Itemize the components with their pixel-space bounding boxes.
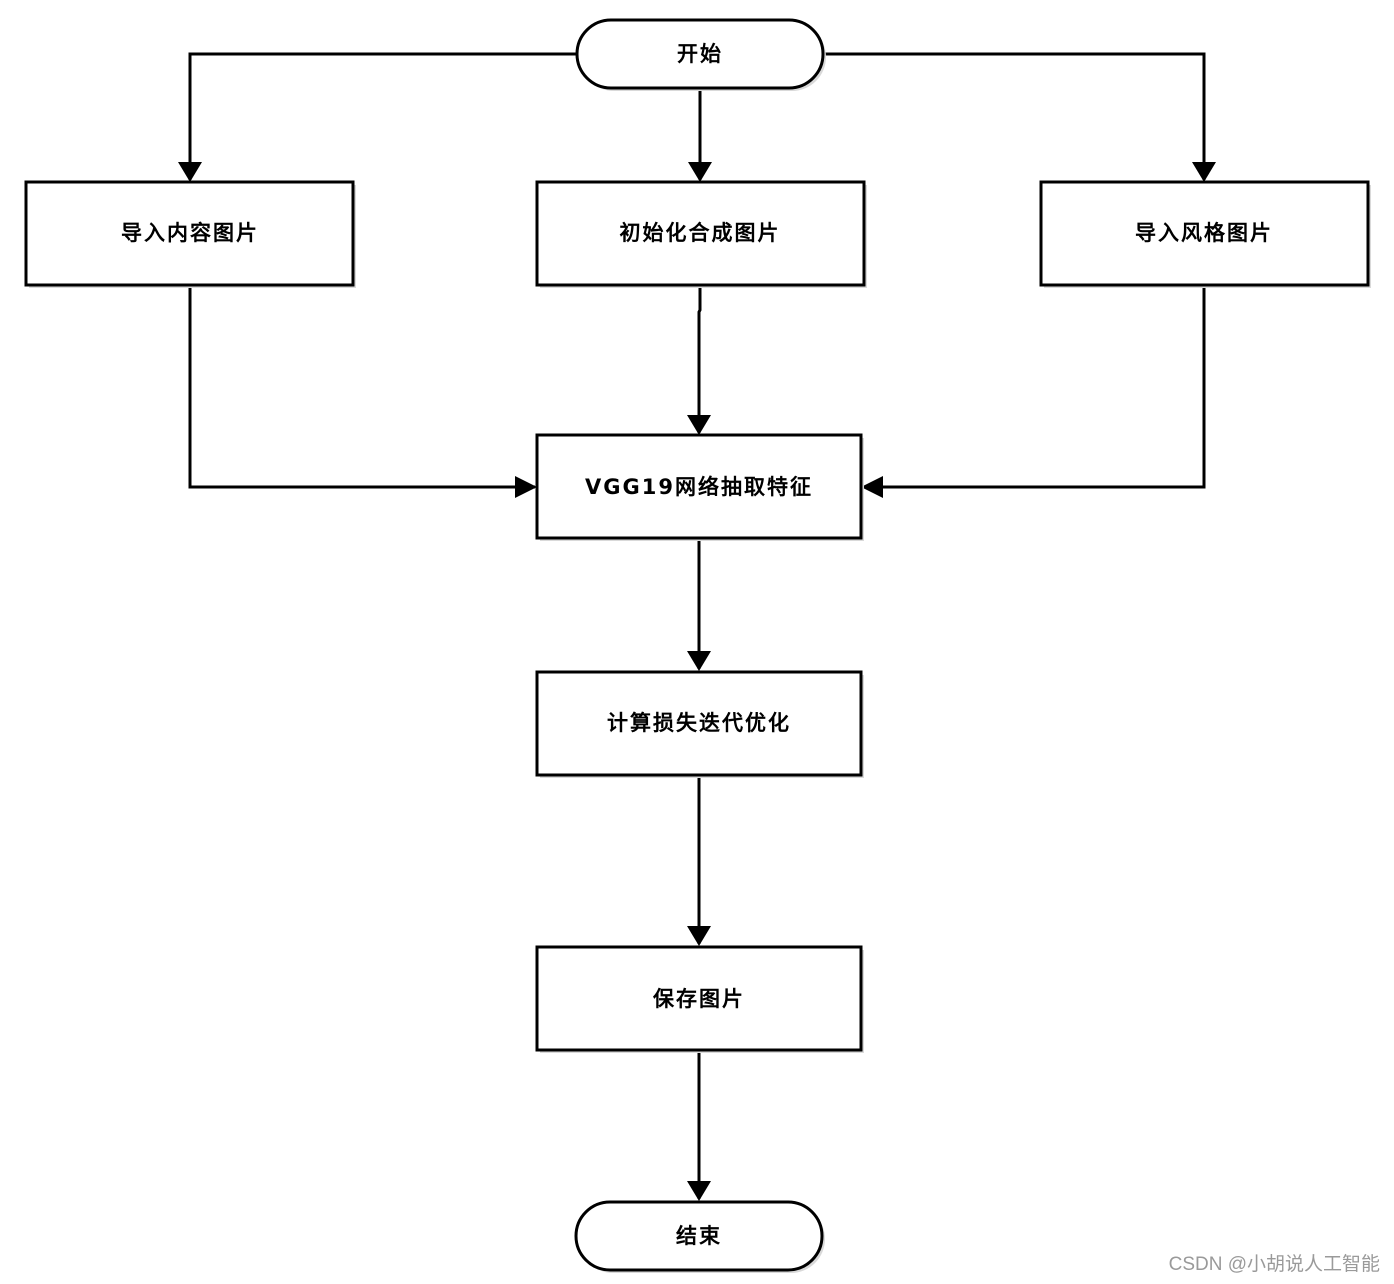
edge-import-content-to-vgg xyxy=(188,285,537,498)
node-init-synth: 初始化合成图片 xyxy=(535,180,867,288)
node-end: 结束 xyxy=(574,1200,825,1273)
node-import-content: 导入内容图片 xyxy=(24,180,356,288)
node-end-label: 结束 xyxy=(676,1224,722,1248)
edges xyxy=(178,52,1216,1201)
node-loss-opt: 计算损失迭代优化 xyxy=(535,670,864,778)
node-loss-opt-label: 计算损失迭代优化 xyxy=(607,711,791,735)
edge-init-synth-to-vgg xyxy=(687,285,711,435)
edge-import-style-to-vgg xyxy=(861,285,1206,498)
node-save: 保存图片 xyxy=(535,945,864,1053)
node-import-style: 导入风格图片 xyxy=(1039,180,1371,288)
node-vgg-label: VGG19网络抽取特征 xyxy=(585,475,813,499)
node-import-content-label: 导入内容图片 xyxy=(121,221,259,245)
node-init-synth-label: 初始化合成图片 xyxy=(620,221,781,245)
node-save-label: 保存图片 xyxy=(652,987,745,1011)
node-start-label: 开始 xyxy=(677,42,723,66)
edge-start-to-import-style xyxy=(823,52,1216,182)
watermark: CSDN @小胡说人工智能 xyxy=(1168,1254,1380,1275)
node-start: 开始 xyxy=(575,18,826,91)
edge-start-to-import-content xyxy=(178,52,577,182)
node-import-style-label: 导入风格图片 xyxy=(1135,221,1273,245)
node-vgg: VGG19网络抽取特征 xyxy=(535,433,864,541)
